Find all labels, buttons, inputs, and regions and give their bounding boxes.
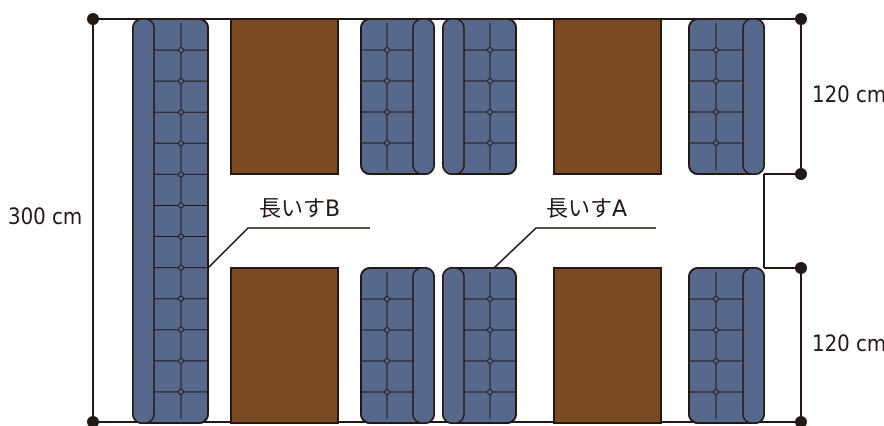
bench-backrest	[442, 18, 465, 175]
bench-button	[178, 78, 184, 85]
bench-button	[713, 327, 719, 333]
table-2	[553, 18, 662, 175]
dimension-endpoint	[795, 13, 807, 25]
bench-button	[713, 140, 719, 146]
bench-button	[384, 296, 390, 302]
bench-button	[487, 78, 493, 84]
dimension-endpoint	[795, 168, 807, 180]
bench-button	[713, 78, 719, 84]
bench-button	[178, 202, 184, 209]
bench-a-lower-left	[360, 267, 435, 424]
bench-b-label: 長いすB	[259, 197, 341, 222]
benches	[132, 18, 765, 424]
bench-button	[487, 389, 493, 395]
dimension-endpoint	[795, 262, 807, 274]
bench-button	[178, 264, 184, 271]
table-1	[230, 18, 339, 175]
bench-button	[713, 389, 719, 395]
bench-button	[178, 357, 184, 364]
bench-button	[178, 140, 184, 147]
bench-button	[384, 47, 390, 53]
table-3	[230, 267, 339, 424]
bench-a-lower-far	[688, 267, 765, 424]
table-4	[553, 267, 662, 424]
bench-button	[178, 233, 184, 240]
bench-button	[178, 389, 184, 395]
bench-button	[178, 109, 184, 116]
bench-button	[713, 109, 719, 115]
bench-b-long	[132, 18, 209, 424]
bench-button	[384, 358, 390, 364]
bench-button	[487, 358, 493, 364]
bench-button	[384, 389, 390, 395]
width-dimension-label: 300 cm	[8, 205, 83, 230]
bench-button	[487, 140, 493, 146]
bench-a-label: 長いすA	[546, 197, 628, 222]
bench-backrest	[742, 267, 765, 424]
bench-button	[384, 140, 390, 146]
bench-button	[178, 47, 184, 53]
bench-button	[487, 109, 493, 115]
tables	[230, 18, 662, 424]
bench-button	[487, 47, 493, 53]
dimension-endpoint	[87, 416, 99, 426]
bench-a-leader	[493, 227, 656, 269]
bench-backrest	[412, 267, 435, 424]
bench-button	[713, 296, 719, 302]
bench-button	[178, 171, 184, 178]
bench-b-leader	[207, 227, 370, 269]
bench-a-upper-far	[688, 18, 765, 175]
bench-button	[178, 295, 184, 302]
bench-button	[713, 358, 719, 364]
bench-backrest	[742, 18, 765, 175]
dimension-endpoint	[87, 13, 99, 25]
dimension-lines	[87, 13, 807, 426]
bench-backrest	[132, 18, 155, 424]
dimension-endpoint	[795, 416, 807, 426]
bench-button	[487, 327, 493, 333]
bench-a-upper-right	[442, 18, 517, 175]
bench-backrest	[442, 267, 465, 424]
bottom-depth-dimension-label: 120 cm	[812, 332, 884, 357]
bench-button	[487, 296, 493, 302]
bench-button	[384, 78, 390, 84]
bench-a-lower-right	[442, 267, 517, 424]
bench-a-upper-left	[360, 18, 435, 175]
bench-backrest	[412, 18, 435, 175]
bench-button	[384, 109, 390, 115]
leader-lines	[207, 227, 656, 269]
top-depth-dimension-label: 120 cm	[812, 83, 884, 108]
bench-button	[713, 47, 719, 53]
bench-button	[178, 326, 184, 333]
bench-button	[384, 327, 390, 333]
